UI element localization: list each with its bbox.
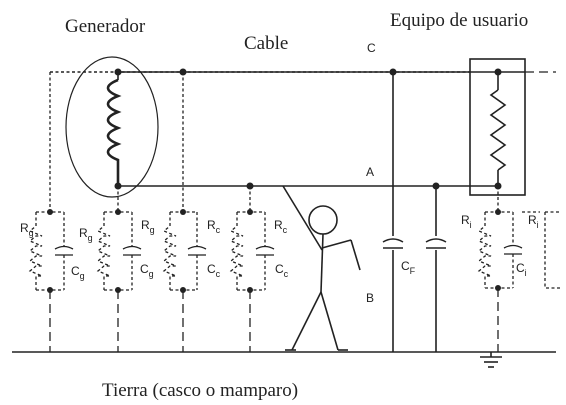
capacitor-plate (382, 238, 404, 243)
resistor-symbol (229, 212, 244, 290)
rg-label: Rg (20, 221, 34, 238)
node-dot (247, 209, 253, 215)
node-dot (180, 209, 186, 215)
node-dot (47, 209, 53, 215)
node-b-label: B (366, 291, 374, 305)
capacitor-plate (255, 245, 275, 250)
rc-groups (28, 209, 560, 352)
resistor-symbol (28, 212, 43, 290)
cc-label: Cc (207, 262, 221, 279)
capacitor-plate (54, 245, 74, 250)
rc-label: Rc (274, 218, 288, 235)
resistor-symbol (162, 212, 177, 290)
resistor-symbol-partial (544, 211, 560, 289)
resistor-symbol (477, 212, 492, 288)
equipment-load-resistor (489, 89, 507, 171)
user-equipment-title: Equipo de usuario (390, 10, 528, 31)
user-equipment-box (469, 58, 526, 196)
ri-label: Ri (528, 213, 539, 230)
generator-outline (65, 56, 159, 198)
ci-label: Ci (516, 261, 527, 278)
node-c-label: C (367, 41, 376, 55)
rg-label: Rg (79, 226, 93, 243)
cc-label: Cc (275, 262, 289, 279)
node-dot (115, 209, 121, 215)
cf-label: CF (401, 259, 416, 276)
capacitor-plate (503, 244, 523, 249)
capacitor-plate (187, 245, 207, 250)
ri-label: Ri (461, 213, 472, 230)
ground-title: Tierra (casco o mamparo) (102, 380, 298, 401)
rg-label: Rg (141, 218, 155, 235)
capacitor-plate (425, 238, 447, 243)
person-figure (282, 185, 361, 351)
generator-coil (106, 78, 122, 186)
node-a-label: A (366, 165, 374, 179)
capacitor-plate (122, 245, 142, 250)
rc-label: Rc (207, 218, 221, 235)
resistor-symbol (96, 212, 111, 290)
cg-label: Cg (71, 264, 85, 281)
cable-title: Cable (244, 33, 288, 54)
cg-label: Cg (140, 262, 154, 279)
node-dot (495, 209, 501, 215)
node-dot (114, 68, 122, 76)
generator-title: Generador (65, 16, 146, 37)
